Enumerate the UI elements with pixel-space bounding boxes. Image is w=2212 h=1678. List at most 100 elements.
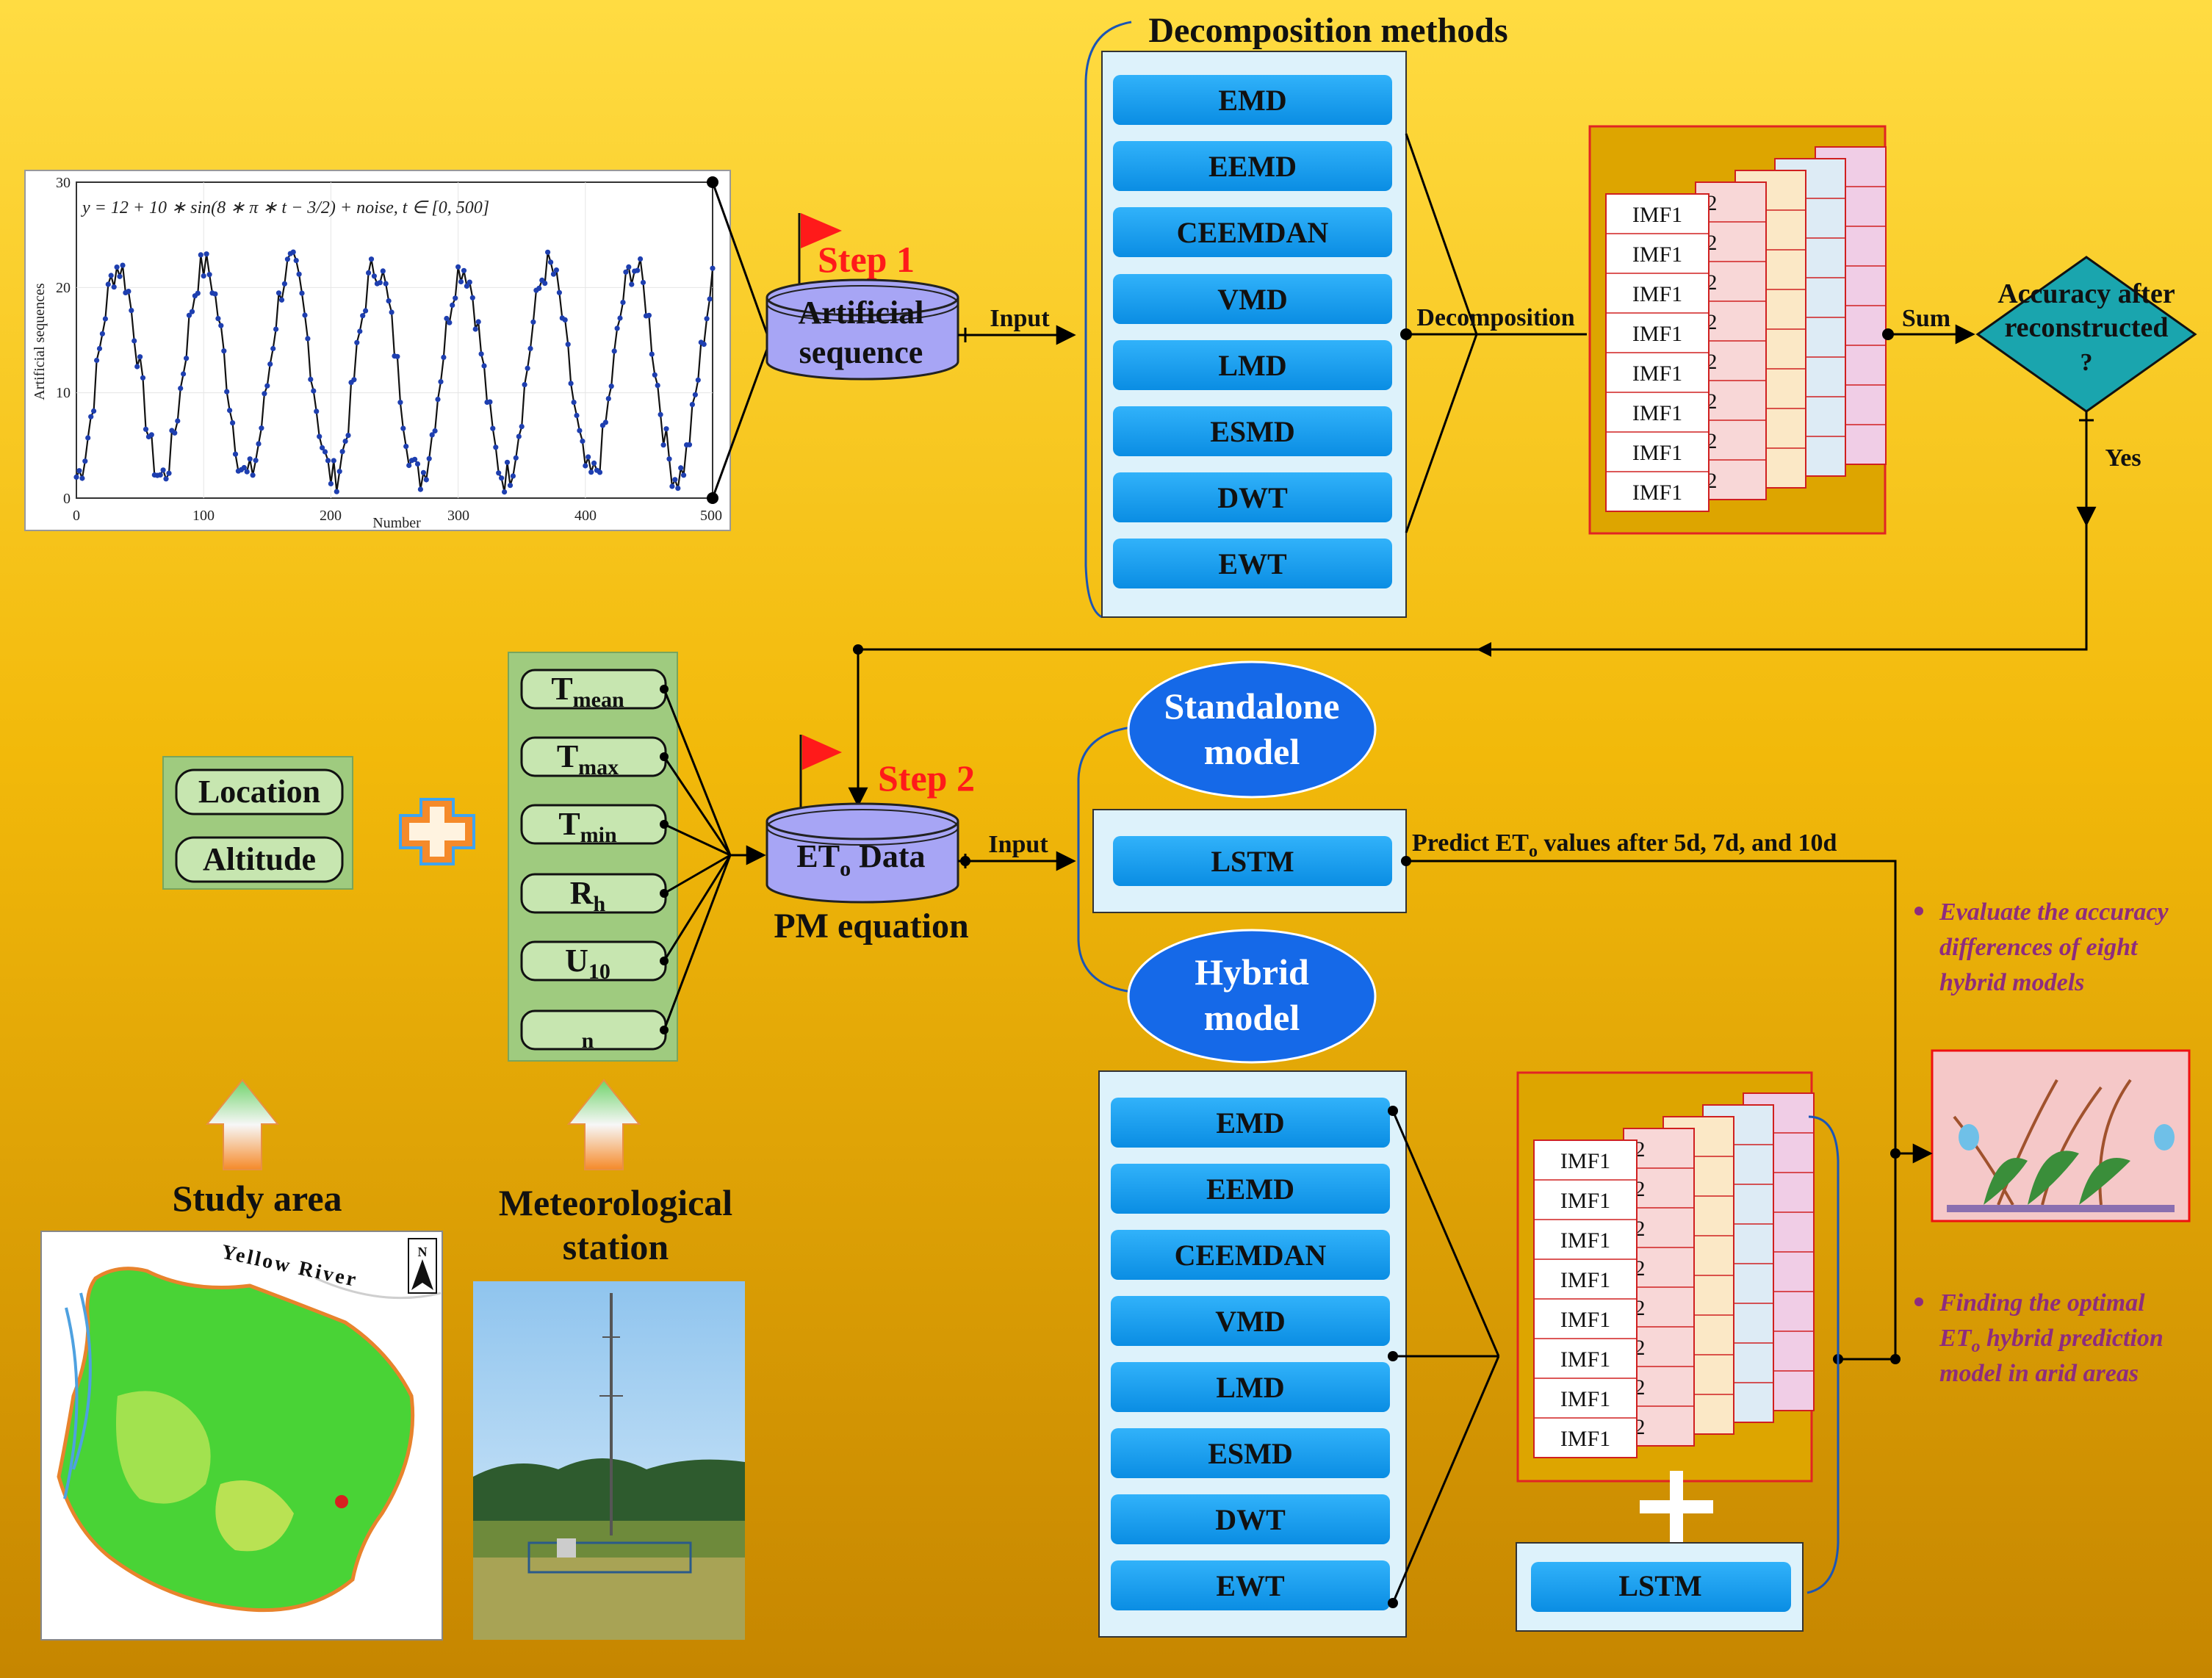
svg-text:ESMD: ESMD: [1208, 1437, 1293, 1470]
predict-line: [1406, 860, 1897, 1153]
imf-cell: IMF1: [1560, 1347, 1610, 1372]
x-tick: 400: [574, 508, 597, 524]
right-bracket: [1806, 1115, 1840, 1594]
met-variable-pill: Tmax: [520, 736, 667, 779]
x-tick: 0: [73, 508, 80, 524]
x-tick: 100: [192, 508, 215, 524]
artificial-sequence-plot: y = 12 + 10 ∗ sin(8 ∗ π ∗ t − 3/2) + noi…: [24, 170, 770, 531]
method-button-dwt[interactable]: DWT: [1113, 472, 1392, 522]
connector-dot: [1882, 328, 1894, 340]
cylinder-text: Artificial: [798, 295, 923, 331]
step2-label: Step 2: [878, 757, 975, 799]
svg-text:EWT: EWT: [1216, 1569, 1285, 1602]
svg-text:Tmax: Tmax: [557, 738, 619, 779]
imf-stack-bottom: nnnnnnnn........................33333333…: [1516, 1071, 1815, 1483]
y-tick: 30: [56, 175, 71, 191]
x-tick: 500: [700, 508, 722, 524]
evaluate-bullet: Evaluate the accuracy differences of eig…: [1914, 899, 2169, 996]
brace-bracket: [1084, 21, 1132, 619]
bottom-decomposition-panel: EMD EEMD CEEMDAN VMD LMD ESMD DWT EWT: [1098, 1070, 1500, 1638]
method-button-esmd[interactable]: ESMD: [1113, 406, 1392, 456]
svg-text:U10: U10: [565, 943, 610, 984]
met-station-label: Meteorological: [499, 1182, 732, 1223]
svg-text:Location: Location: [198, 774, 320, 810]
top-method-list: EMD EEMD CEEMDAN VMD LMD ESMD DWT EWT: [1113, 75, 1392, 588]
svg-text:Hybrid: Hybrid: [1195, 951, 1309, 993]
method-button-lmd[interactable]: LMD: [1111, 1362, 1390, 1412]
method-button-emd[interactable]: EMD: [1113, 75, 1392, 125]
y-tick: 10: [56, 385, 71, 401]
plot-ylabel: Artificial sequences: [32, 283, 48, 400]
svg-text:VMD: VMD: [1215, 1305, 1286, 1338]
site-info-box: Location Altitude: [162, 756, 353, 890]
svg-text:Tmean: Tmean: [551, 671, 624, 712]
feedback-line: [858, 525, 2088, 651]
method-button-emd[interactable]: EMD: [1111, 1098, 1390, 1148]
met-variable-pill: Rh: [520, 873, 667, 916]
imf-cell: IMF1: [1560, 1149, 1610, 1173]
svg-text:VMD: VMD: [1217, 283, 1288, 316]
model-brace: [1077, 726, 1132, 993]
imf-cell: IMF1: [1560, 1189, 1610, 1213]
predict-label: Predict ETo values after 5d, 7d, and 10d: [1412, 829, 1837, 861]
altitude-pill: [175, 836, 344, 883]
plot-equation: y = 12 + 10 ∗ sin(8 ∗ π ∗ t − 3/2) + noi…: [81, 198, 489, 217]
method-button-ewt[interactable]: EWT: [1113, 539, 1392, 588]
lstm-button[interactable]: LSTM: [1531, 1562, 1791, 1612]
met-variable-pill: n: [520, 1009, 667, 1053]
connector-line: [711, 181, 770, 339]
svg-text:hybrid models: hybrid models: [1939, 969, 2084, 996]
method-button-dwt[interactable]: DWT: [1111, 1494, 1390, 1544]
input-label: Input: [988, 831, 1048, 858]
method-button-eemd[interactable]: EEMD: [1111, 1164, 1390, 1214]
plus-icon: [399, 798, 475, 865]
standalone-model-ellipse: Standalone model: [1127, 660, 1377, 799]
method-button-vmd[interactable]: VMD: [1113, 274, 1392, 324]
lstm-button[interactable]: LSTM: [1113, 836, 1392, 886]
x-tick-labels: 0 100 200 300 400 500: [73, 508, 722, 524]
input-label: Input: [990, 305, 1050, 332]
sequence-points: [73, 249, 716, 495]
imf-cell: IMF1: [1632, 282, 1682, 306]
plus-sign: [1640, 1471, 1713, 1543]
met-station-label: station: [563, 1226, 669, 1267]
svg-text:Tmin: Tmin: [558, 806, 617, 847]
svg-text:EMD: EMD: [1216, 1106, 1284, 1139]
finding-bullet: Finding the optimal ETo hybrid predictio…: [1914, 1289, 2164, 1387]
y-tick: 0: [63, 491, 71, 507]
method-button-ewt[interactable]: EWT: [1111, 1560, 1390, 1610]
plot-xlabel: Number: [372, 515, 421, 531]
x-tick: 200: [320, 508, 342, 524]
connector-dot: [853, 644, 863, 655]
imf-cell: IMF1: [1560, 1268, 1610, 1292]
artificial-sequence-cylinder: Artificial sequence: [765, 278, 959, 381]
svg-text:LMD: LMD: [1218, 349, 1286, 382]
decomposition-methods-panel: Decomposition methods EMD EEMD CEEMDAN V…: [1084, 11, 1587, 619]
met-station-photo: [473, 1281, 745, 1640]
svg-text:EMD: EMD: [1218, 84, 1286, 117]
method-button-lmd[interactable]: LMD: [1113, 340, 1392, 390]
method-button-ceemdan[interactable]: CEEMDAN: [1113, 207, 1392, 257]
method-button-eemd[interactable]: EEMD: [1113, 141, 1392, 191]
svg-text:Evaluate the accuracy: Evaluate the accuracy: [1939, 899, 2169, 926]
cylinder-text: sequence: [799, 334, 923, 370]
met-variable-pill: Tmin: [520, 804, 667, 847]
svg-text:EWT: EWT: [1218, 547, 1287, 580]
study-area-label: Study area: [172, 1178, 342, 1219]
method-button-vmd[interactable]: VMD: [1111, 1296, 1390, 1346]
decomposition-title: Decomposition methods: [1148, 11, 1507, 50]
method-button-ceemdan[interactable]: CEEMDAN: [1111, 1230, 1390, 1280]
svg-text:LSTM: LSTM: [1211, 845, 1294, 878]
svg-text:Standalone: Standalone: [1164, 685, 1340, 727]
standalone-lstm-panel: LSTM: [1092, 809, 1407, 913]
svg-text:Finding the optimal: Finding the optimal: [1939, 1289, 2145, 1317]
study-area-map: Yellow River N: [40, 1231, 443, 1641]
plot-axes: [76, 181, 713, 499]
bottom-method-list: EMD EEMD CEEMDAN VMD LMD ESMD DWT EWT: [1111, 1098, 1390, 1610]
method-button-esmd[interactable]: ESMD: [1111, 1428, 1390, 1478]
imf-cell: IMF1: [1632, 361, 1682, 386]
